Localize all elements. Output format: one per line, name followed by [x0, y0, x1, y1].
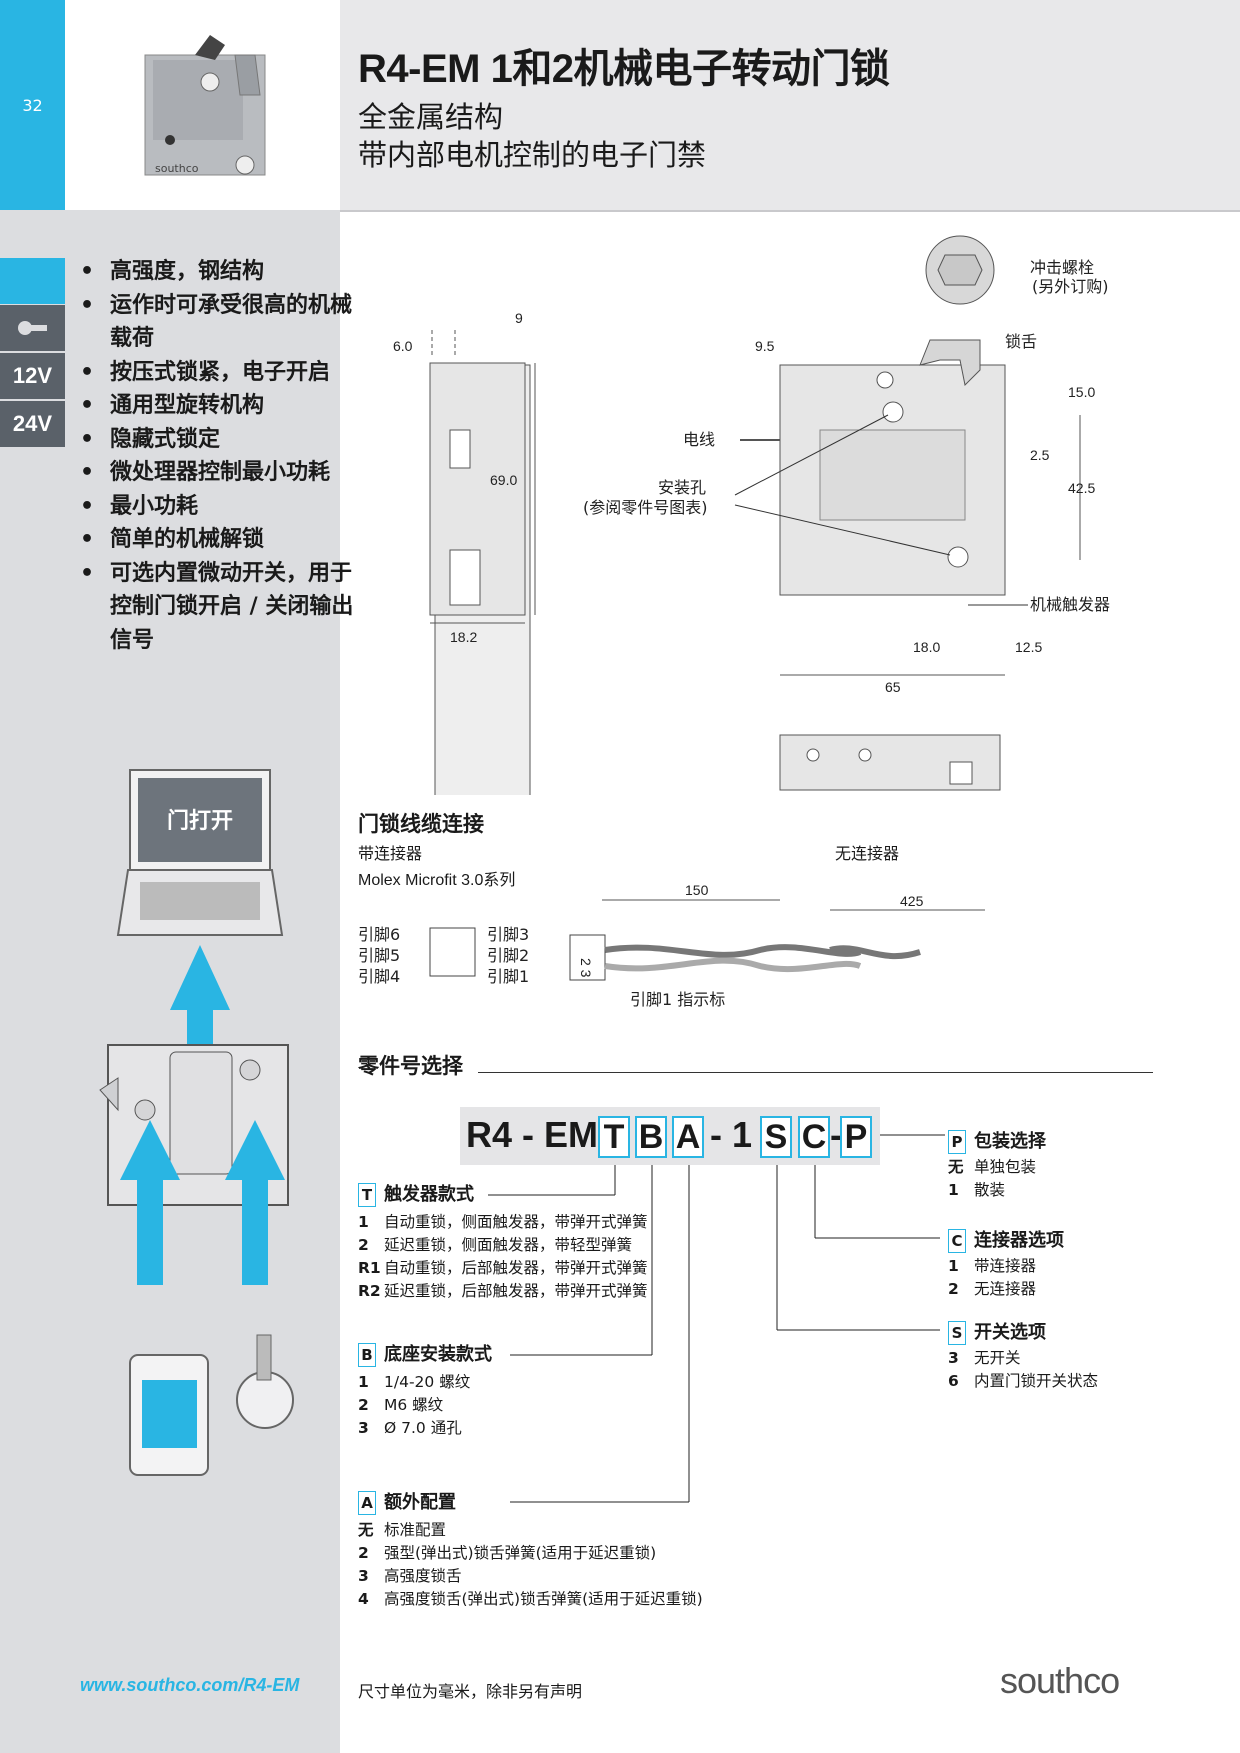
pn-code-b: B [635, 1116, 667, 1158]
svg-text:2 3: 2 3 [578, 958, 594, 978]
sidebar-wingnut-tab [0, 305, 65, 351]
pn-prefix: R4 - EM - [466, 1114, 621, 1155]
pn-sep: - 1 [710, 1114, 753, 1155]
page-subtitle-2: 带内部电机控制的电子门禁 [358, 138, 707, 172]
pn-code-t: T [598, 1116, 630, 1158]
feature-item: 高强度，钢结构 [78, 255, 370, 289]
footer-url-link[interactable]: www.southco.com/R4-EM [80, 1675, 300, 1695]
arrow-up-icon [170, 945, 230, 1050]
pin-label-left: 引脚6 [358, 925, 400, 944]
pn-code-p: P [840, 1116, 872, 1158]
cable-drawing: 引脚6 引脚5 引脚4 引脚3 引脚2 引脚1 2 3 150 引脚1 指示标 … [358, 882, 985, 1009]
header-accent-bar [0, 0, 65, 210]
cable-molex: Molex Microfit 3.0系列 [358, 872, 516, 889]
label-mech-trigger: 机械触发器 [1030, 595, 1110, 614]
dim-front-65: 65 [885, 679, 901, 695]
page-number: 32 [22, 96, 43, 115]
pin-label-right: 引脚1 [487, 967, 529, 986]
dim-side-left: 6.0 [393, 338, 413, 354]
pin-label-left: 引脚5 [358, 946, 400, 965]
label-mount-hole-note: (参阅零件号图表) [583, 498, 708, 517]
dim-front-9-5: 9.5 [755, 338, 775, 354]
sidebar-accent-tab [0, 258, 65, 304]
label-strike-bolt: 冲击螺栓 [1030, 258, 1094, 277]
arrow-up-icon [225, 1120, 285, 1285]
sidebar-tab-12v: 12V [0, 353, 65, 399]
dim-front-2-5: 2.5 [1030, 447, 1050, 463]
cable-with-connector: 带连接器 [358, 844, 423, 863]
feature-item: 运作时可承受很高的机械载荷 [78, 289, 370, 356]
label-wire: 电线 [683, 430, 715, 449]
feature-item: 可选内置微动开关，用于控制门锁开启 / 关闭输出信号 [78, 557, 370, 658]
laptop-screen-text: 门打开 [167, 808, 233, 834]
footer-note: 尺寸单位为毫米，除非另有声明 [358, 1682, 583, 1701]
feature-item: 通用型旋转机构 [78, 389, 370, 423]
arrow-up-icon [120, 1120, 180, 1285]
dim-side-bottom: 18.2 [450, 629, 477, 645]
feature-list: 高强度，钢结构 运作时可承受很高的机械载荷 按压式锁紧，电子开启 通用型旋转机构… [78, 255, 370, 657]
product-photo-panel: southco [65, 0, 340, 210]
header-title-panel [340, 0, 1240, 212]
pin-label-right: 引脚2 [487, 946, 529, 965]
pn-code-s: S [760, 1116, 792, 1158]
page-subtitle-1: 全金属结构 [358, 100, 504, 134]
feature-item: 隐藏式锁定 [78, 423, 370, 457]
southco-logo: southco [1000, 1660, 1120, 1701]
part-number-code: R4 - EM - T B A - 1 S C - P [460, 1107, 880, 1165]
pin-label-left: 引脚4 [358, 967, 400, 986]
feature-item: 简单的机械解锁 [78, 523, 370, 557]
pn-code-a: A [672, 1116, 704, 1158]
connector-pinout-icon [429, 927, 476, 977]
arrow-p [880, 1134, 945, 1136]
cable-heading: 门锁线缆连接 [358, 812, 484, 836]
dim-side-height: 69.0 [490, 472, 517, 488]
cable-length-with: 150 [685, 882, 709, 898]
part-number-connectors [488, 1165, 940, 1503]
photo-brand: southco [155, 162, 199, 175]
dim-front-18: 18.0 [913, 639, 940, 655]
cable-without-connector: 无连接器 [835, 844, 900, 863]
sidebar-tab-24v: 24V [0, 401, 65, 447]
wing-latch-icon [17, 321, 47, 335]
label-latch: 锁舌 [1005, 332, 1037, 351]
feature-item: 微处理器控制最小功耗 [78, 456, 370, 490]
technical-drawing: 6.0 9 69.0 18.2 冲击螺栓 (另外订购) 锁舌 电线 安装孔 (参… [393, 235, 1110, 795]
access-illustration: 门打开 [99, 769, 294, 1476]
heading-rule [478, 1072, 1153, 1073]
product-photo: southco [144, 35, 266, 176]
page-title: R4-EM 1和2机械电子转动门锁 [358, 47, 890, 91]
label-strike-bolt-note: (另外订购) [1032, 277, 1109, 296]
dim-front-15: 15.0 [1068, 384, 1095, 400]
pin-label-right: 引脚3 [487, 925, 529, 944]
pin1-indicator: 引脚1 指示标 [630, 990, 725, 1009]
label-mount-hole: 安装孔 [658, 478, 706, 497]
dim-side-top: 9 [515, 310, 523, 326]
pn-code-c: C [798, 1116, 830, 1158]
cable-length-without: 425 [900, 893, 924, 909]
connector-icon [569, 934, 606, 981]
dim-front-42-5: 42.5 [1068, 480, 1095, 496]
part-number-heading: 零件号选择 [358, 1054, 463, 1078]
feature-item: 最小功耗 [78, 490, 370, 524]
dim-front-12-5: 12.5 [1015, 639, 1042, 655]
feature-item: 按压式锁紧，电子开启 [78, 356, 370, 390]
pn-sep: - [830, 1114, 842, 1155]
